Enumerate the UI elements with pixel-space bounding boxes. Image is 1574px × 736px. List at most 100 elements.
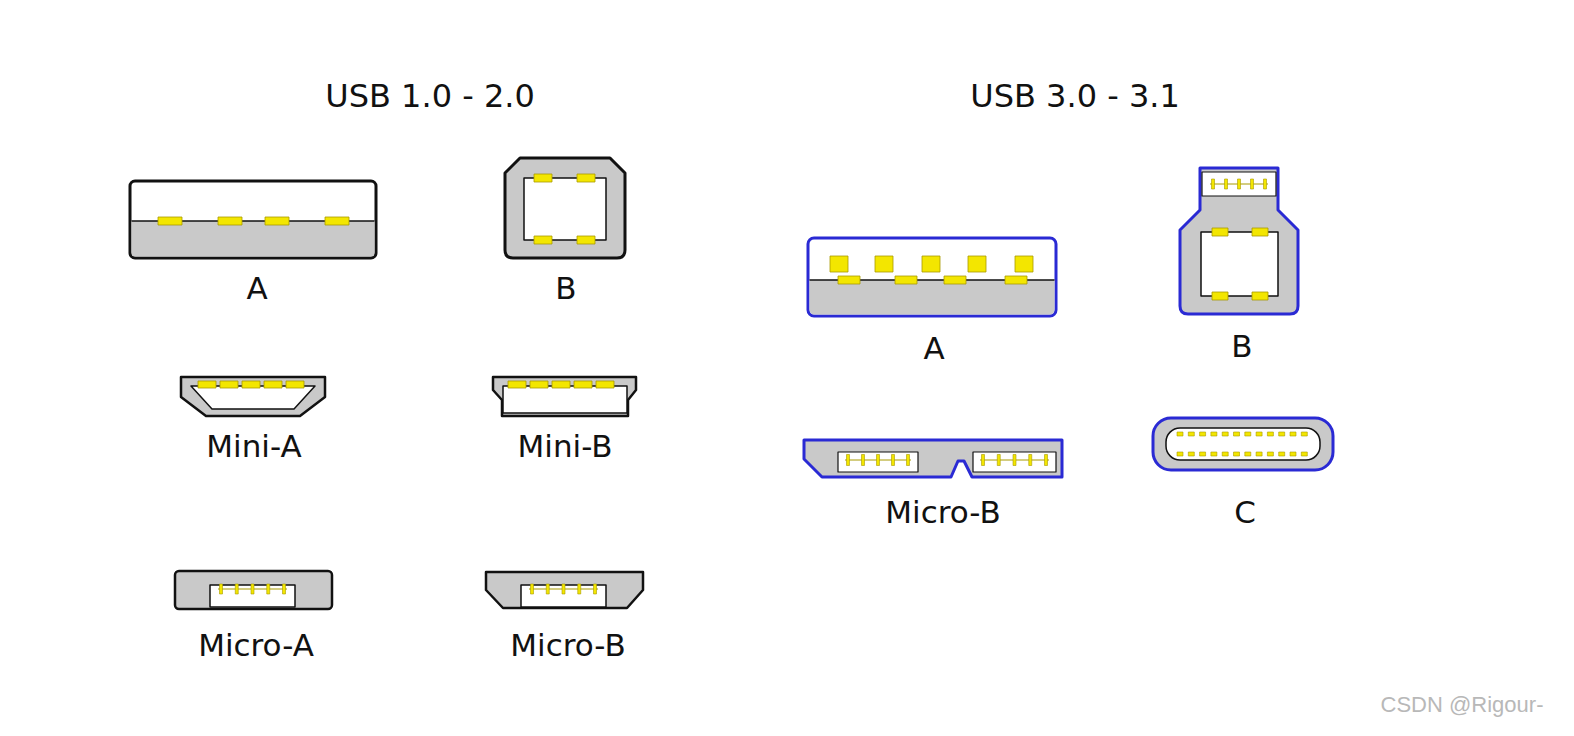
contact-pin <box>1211 452 1217 456</box>
contact-pin <box>577 236 595 244</box>
micro-a-plug <box>175 571 332 609</box>
contact-pin <box>1200 452 1206 456</box>
contact-pin <box>267 584 270 594</box>
contact-pin <box>546 584 549 594</box>
contact-pin <box>1238 179 1241 189</box>
contact-pin <box>838 276 860 284</box>
contact-pin <box>325 217 349 225</box>
contact-pin <box>1251 179 1254 189</box>
connector-name: Mini-B <box>518 429 613 463</box>
contact-pin <box>1290 432 1296 436</box>
mini-b-plug <box>493 377 636 416</box>
group-heading: USB 3.0 - 3.1 <box>970 79 1180 114</box>
contact-pin <box>220 381 238 388</box>
usb-a-plug <box>130 181 376 258</box>
contact-pin <box>1267 432 1273 436</box>
contact-pin <box>1225 179 1228 189</box>
contact-pin <box>1301 452 1307 456</box>
contact-pin <box>158 217 182 225</box>
contact-pin <box>220 584 223 594</box>
mini-a-plug <box>181 377 325 416</box>
contact-pin <box>892 455 895 466</box>
contact-pin <box>534 236 552 244</box>
contact-pin <box>1252 292 1268 300</box>
watermark: CSDN @Rigour- <box>1381 693 1544 717</box>
contact-pin <box>578 584 581 594</box>
contact-pin <box>552 381 570 388</box>
contact-pin <box>1245 432 1251 436</box>
connector-name: B <box>555 271 576 305</box>
contact-pin <box>265 217 289 225</box>
contact-pin <box>242 381 260 388</box>
contact-pin <box>907 455 910 466</box>
connector-name: A <box>923 331 944 365</box>
contact-pin <box>1188 432 1194 436</box>
usb3-micro-b-plug <box>804 440 1062 477</box>
contact-pin <box>1177 432 1183 436</box>
contact-pin <box>577 174 595 182</box>
contact-pin <box>286 381 304 388</box>
contact-pin <box>877 455 880 466</box>
contact-pin <box>534 174 552 182</box>
connector-name: A <box>246 271 267 305</box>
contact-pin <box>1211 432 1217 436</box>
contact-pin <box>830 256 848 272</box>
contact-pin <box>982 455 985 466</box>
contact-pin <box>531 584 534 594</box>
contact-pin <box>1005 276 1027 284</box>
contact-pin <box>1234 432 1240 436</box>
connector-name: Micro-B <box>885 495 1000 529</box>
contact-pin <box>1015 256 1033 272</box>
contact-pin <box>264 381 282 388</box>
contact-pin <box>1222 452 1228 456</box>
contact-pin <box>922 256 940 272</box>
contact-pin <box>895 276 917 284</box>
contact-pin <box>198 381 216 388</box>
contact-pin <box>944 276 966 284</box>
contact-pin <box>218 217 242 225</box>
micro-b-plug <box>486 572 643 608</box>
contact-pin <box>1222 432 1228 436</box>
connector-name: B <box>1231 329 1252 363</box>
contact-pin <box>1279 432 1285 436</box>
contact-pins <box>158 174 1307 594</box>
contact-pin <box>1212 228 1228 236</box>
contact-pin <box>251 584 254 594</box>
contact-pin <box>1245 452 1251 456</box>
contact-pin <box>968 256 986 272</box>
contact-pin <box>1029 455 1032 466</box>
contact-pin <box>283 584 286 594</box>
usb-b-plug <box>505 158 625 258</box>
contact-pin <box>596 381 614 388</box>
group-heading: USB 1.0 - 2.0 <box>325 79 535 114</box>
contact-pin <box>594 584 597 594</box>
contact-pin <box>574 381 592 388</box>
contact-pin <box>1212 179 1215 189</box>
contact-pin <box>508 381 526 388</box>
contact-pin <box>1013 455 1016 466</box>
contact-pin <box>562 584 565 594</box>
contact-pin <box>1212 292 1228 300</box>
contact-pin <box>1267 452 1273 456</box>
usb-c-plug <box>1153 418 1333 470</box>
connector-name: Mini-A <box>206 429 301 463</box>
contact-pin <box>1301 432 1307 436</box>
contact-pin <box>1264 179 1267 189</box>
contact-pin <box>875 256 893 272</box>
contact-pin <box>1045 455 1048 466</box>
contact-pin <box>1188 452 1194 456</box>
contact-pin <box>1290 452 1296 456</box>
contact-pin <box>1252 228 1268 236</box>
contact-pin <box>1256 432 1262 436</box>
usb3-a-plug <box>808 238 1056 316</box>
connector-name: C <box>1234 495 1256 529</box>
contact-pin <box>1256 452 1262 456</box>
connector-name: Micro-A <box>198 628 314 662</box>
contact-pin <box>847 455 850 466</box>
connector-name: Micro-B <box>510 628 625 662</box>
contact-pin <box>235 584 238 594</box>
contact-pin <box>997 455 1000 466</box>
contact-pin <box>530 381 548 388</box>
